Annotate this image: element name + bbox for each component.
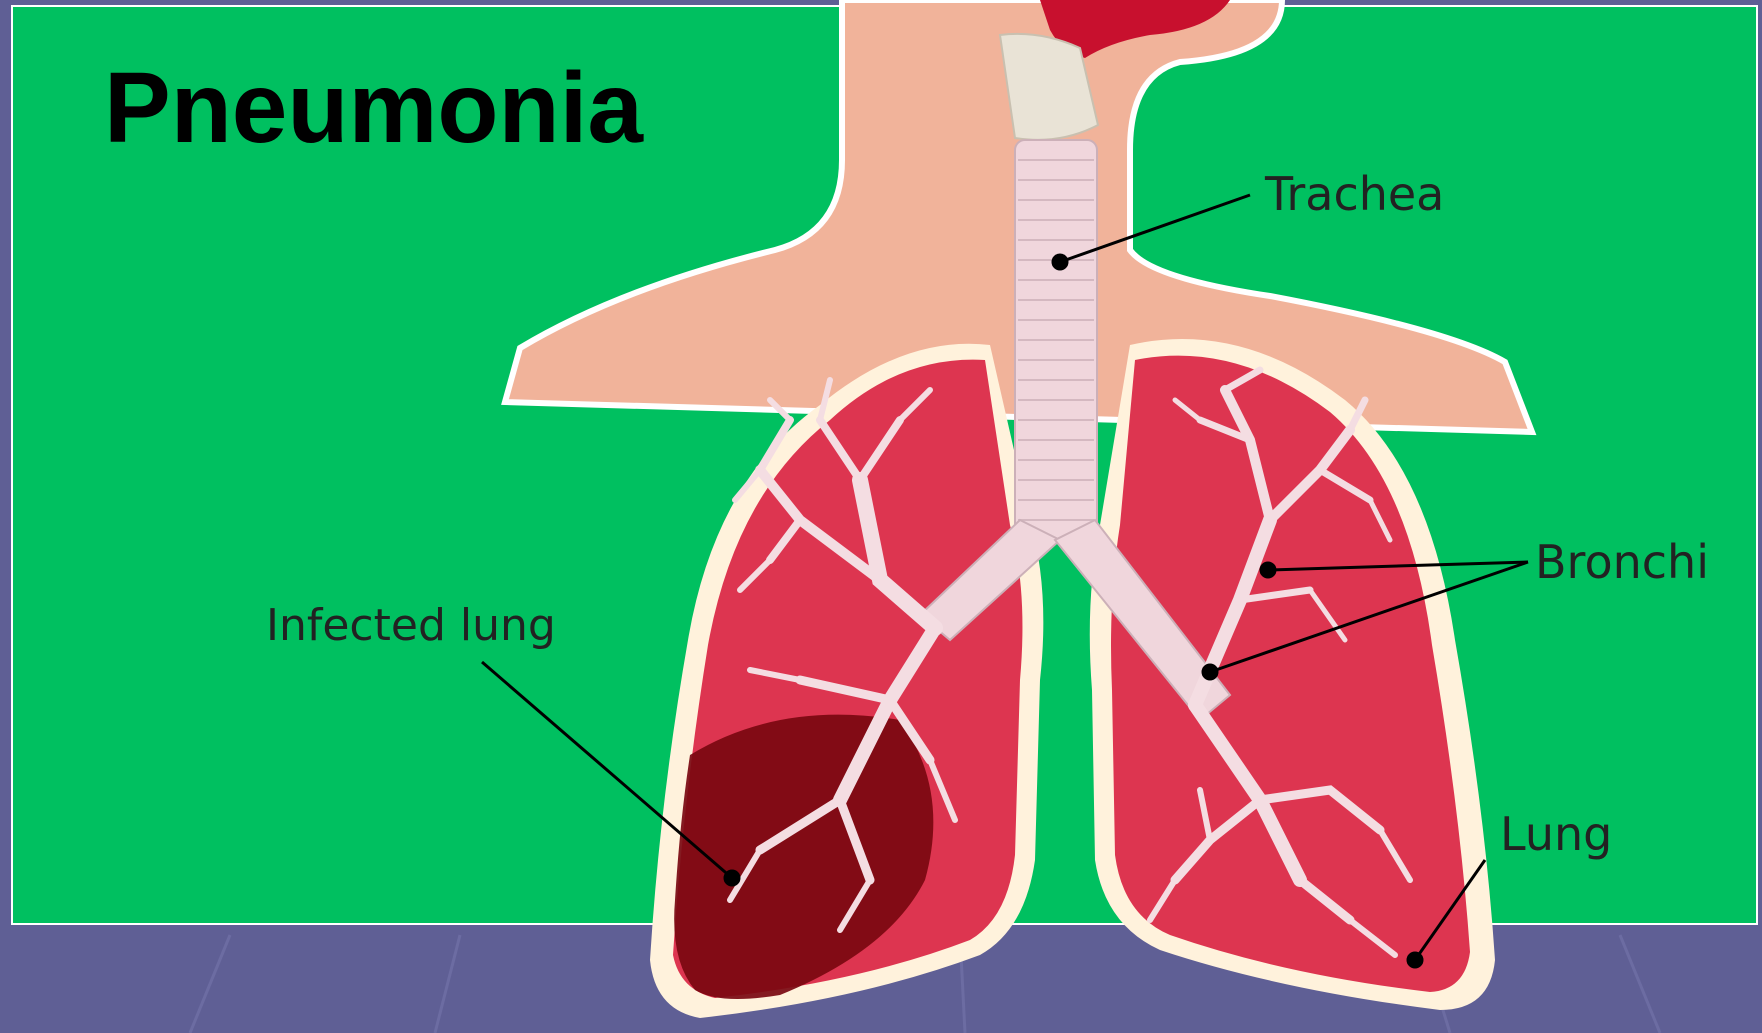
infected-lung-leader-dot	[725, 871, 739, 885]
page-title: Pneumonia	[104, 52, 644, 164]
infected-lung-label: Infected lung	[266, 600, 556, 651]
lung-leader-dot	[1408, 953, 1422, 967]
trachea	[1015, 140, 1097, 540]
trachea-label: Trachea	[1264, 167, 1444, 221]
lung-label: Lung	[1500, 807, 1612, 861]
bronchi-leader-dot-upper	[1261, 563, 1275, 577]
trachea-leader-dot	[1053, 255, 1067, 269]
bronchi-leader-dot-lower	[1203, 665, 1217, 679]
bronchi-label: Bronchi	[1535, 535, 1709, 589]
